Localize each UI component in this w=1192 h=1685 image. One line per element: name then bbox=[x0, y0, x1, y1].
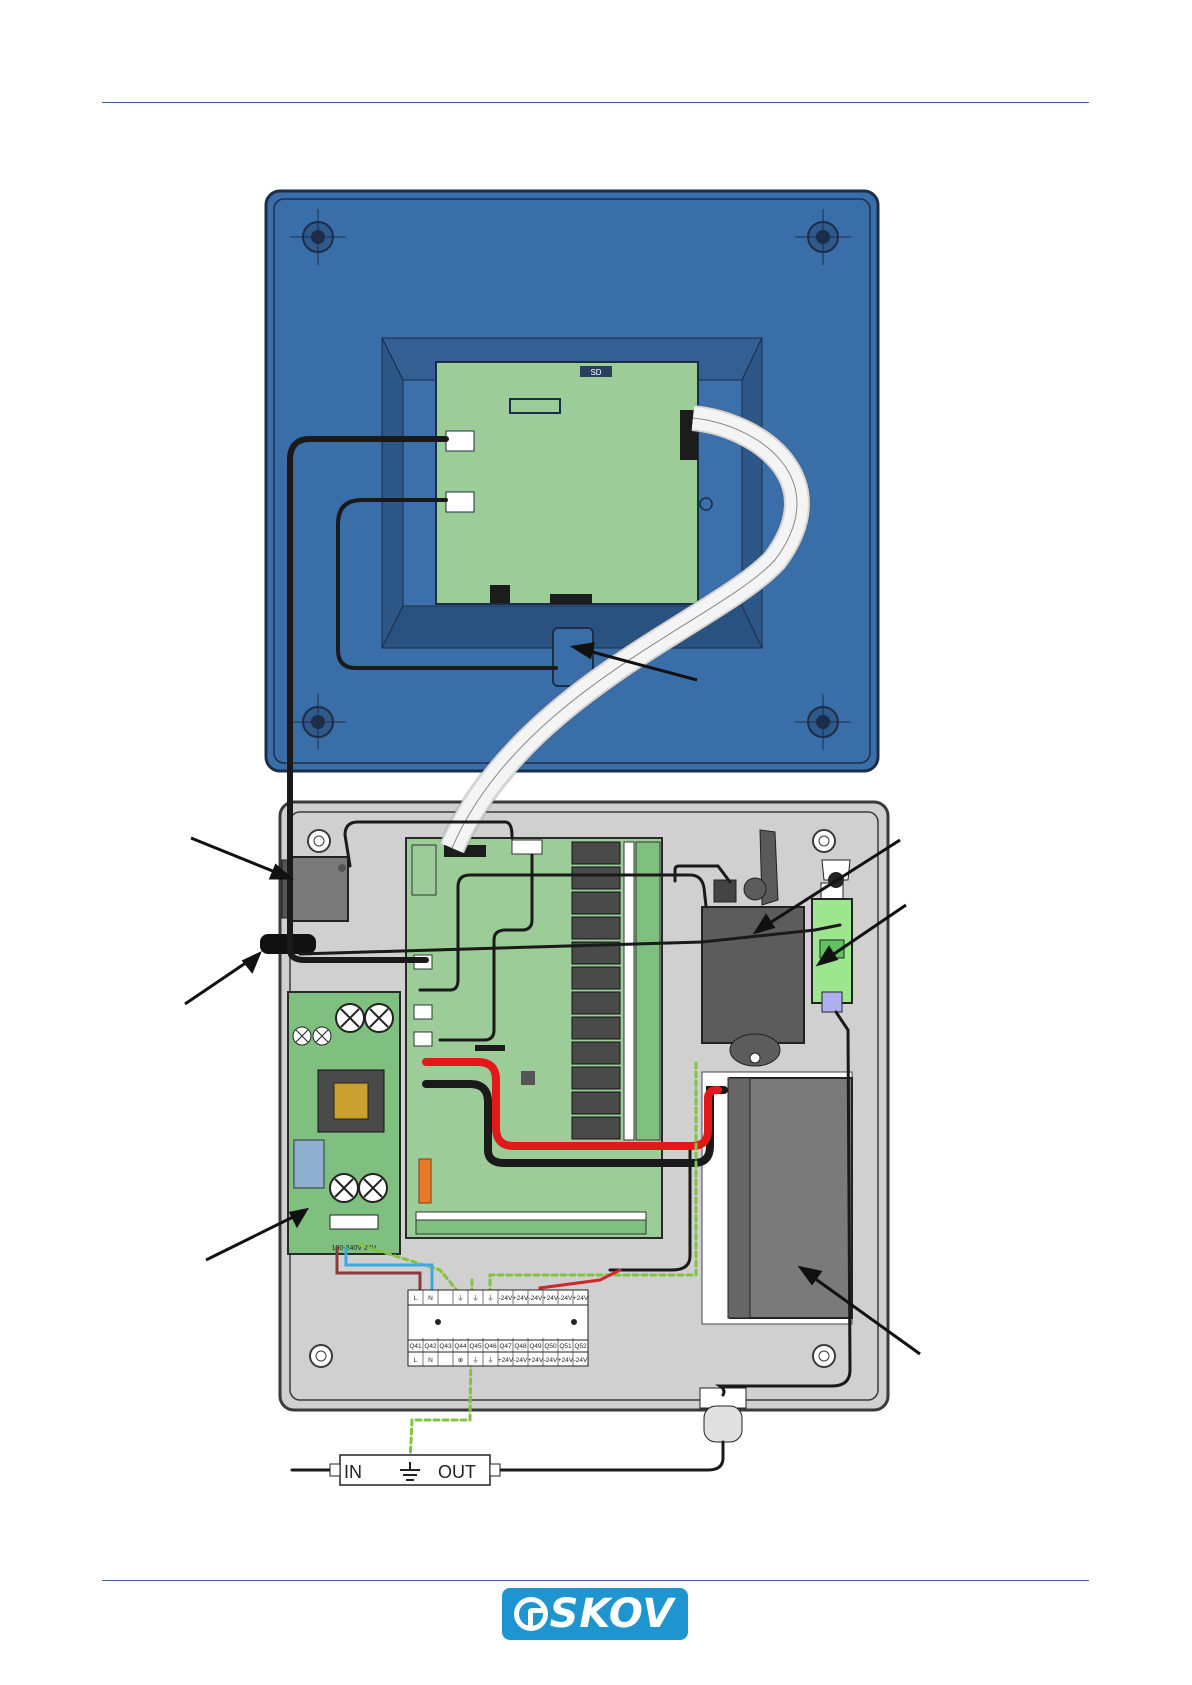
display-board: SD bbox=[436, 362, 712, 604]
terminal-label: -24V bbox=[499, 1295, 513, 1302]
terminal-label: ⊕ bbox=[458, 1357, 464, 1364]
terminal-label: Q42 bbox=[424, 1343, 437, 1350]
mains-filter: IN OUT bbox=[330, 1455, 500, 1485]
arrow-icon bbox=[185, 954, 259, 1004]
terminal-label: +24V bbox=[543, 1295, 559, 1302]
terminal-label: Q49 bbox=[529, 1343, 542, 1350]
terminal-label: Q43 bbox=[439, 1343, 452, 1350]
terminal-label: ⏚ bbox=[487, 1356, 494, 1364]
logo-mark-icon bbox=[514, 1597, 548, 1631]
terminal-label: +24V bbox=[498, 1357, 514, 1364]
terminal-label: Q52 bbox=[574, 1343, 587, 1350]
terminal-label: -24V bbox=[514, 1357, 528, 1364]
terminal-label: +24V bbox=[573, 1295, 589, 1302]
logo-text: SKOV bbox=[550, 1591, 675, 1637]
terminal-label: +24V bbox=[528, 1357, 544, 1364]
terminal-label: -24V bbox=[574, 1357, 588, 1364]
terminal-label: N bbox=[428, 1295, 433, 1302]
terminal-label: Q44 bbox=[454, 1343, 467, 1350]
terminal-label: -24V bbox=[544, 1357, 558, 1364]
terminal-label: Q41 bbox=[409, 1343, 422, 1350]
terminal-label: ⏚ bbox=[457, 1294, 464, 1302]
terminal-label: Q45 bbox=[469, 1343, 482, 1350]
terminal-label: N bbox=[428, 1357, 433, 1364]
terminal-label: Q51 bbox=[559, 1343, 572, 1350]
terminal-label: -24V bbox=[529, 1295, 543, 1302]
sd-label: SD bbox=[590, 368, 601, 377]
terminal-label: Q47 bbox=[499, 1343, 512, 1350]
skov-logo: SKOV bbox=[502, 1588, 688, 1640]
terminal-label: ⏚ bbox=[487, 1294, 494, 1302]
terminal-label: L bbox=[414, 1295, 418, 1302]
battery bbox=[702, 1072, 852, 1324]
terminal-label: ⏚ bbox=[472, 1294, 479, 1302]
terminal-label: L bbox=[414, 1357, 418, 1364]
filter-out-label: OUT bbox=[438, 1462, 476, 1482]
terminal-label: +24V bbox=[513, 1295, 529, 1302]
filter-in-label: IN bbox=[344, 1462, 362, 1482]
terminal-label: ⏚ bbox=[472, 1356, 479, 1364]
terminal-label: -24V bbox=[559, 1295, 573, 1302]
terminal-label: +24V bbox=[558, 1357, 574, 1364]
footer-rule bbox=[102, 1580, 1089, 1581]
main-board bbox=[406, 838, 662, 1238]
terminal-label: Q46 bbox=[484, 1343, 497, 1350]
terminal-label: Q48 bbox=[514, 1343, 527, 1350]
terminal-label: Q50 bbox=[544, 1343, 557, 1350]
